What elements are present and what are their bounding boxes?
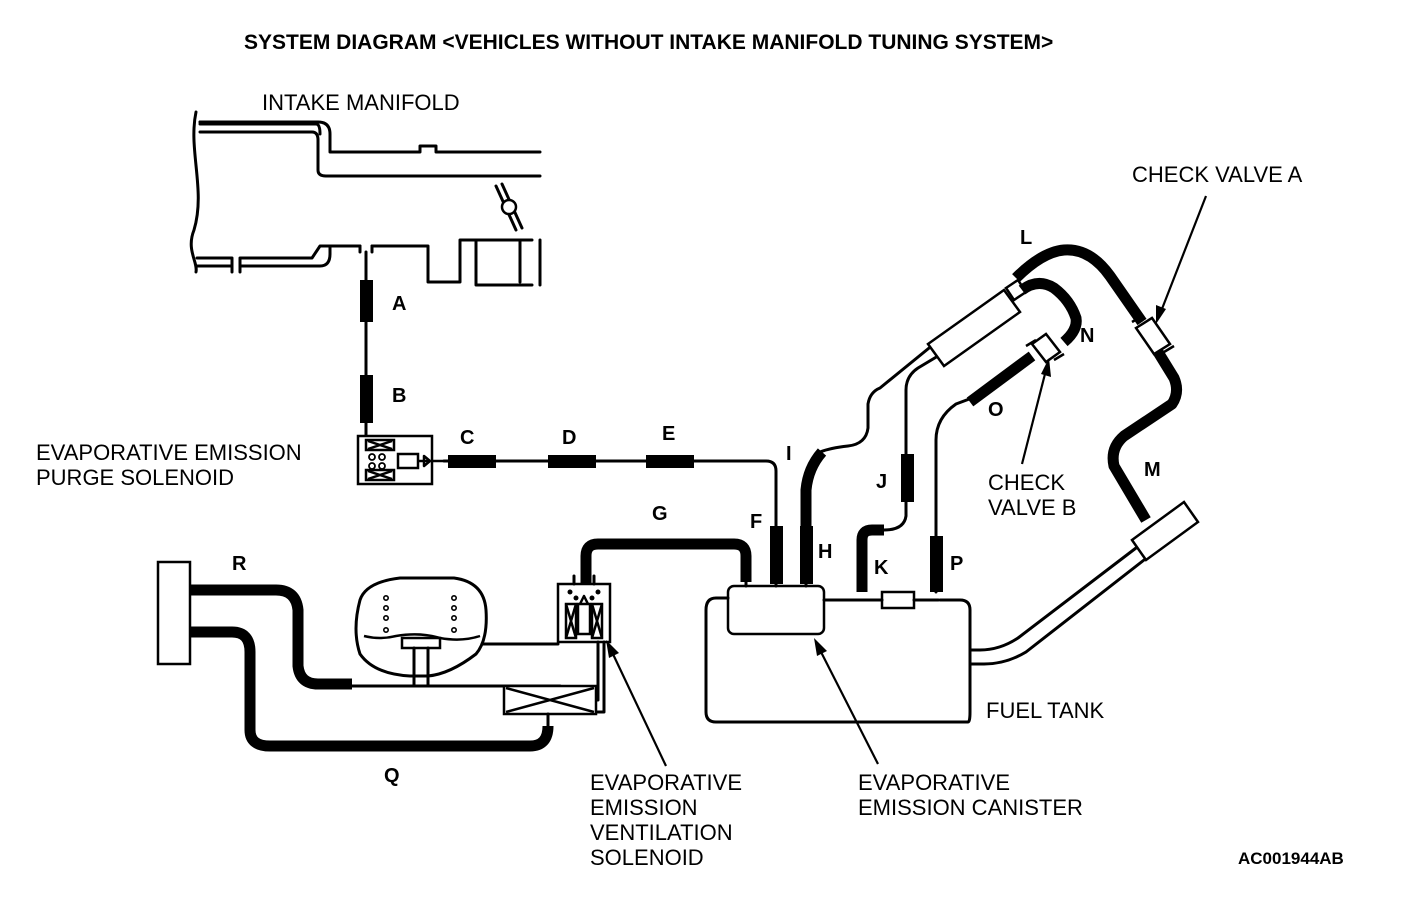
label-canister: EVAPORATIVE EMISSION CANISTER: [858, 770, 1083, 820]
label-ventilation-solenoid: EVAPORATIVE EMISSION VENTILATION SOLENOI…: [590, 770, 743, 870]
hose-letter-p: P: [950, 553, 964, 575]
line-k-j: [882, 348, 950, 532]
hose-letter-d: D: [562, 427, 577, 449]
hose-o: [966, 351, 1036, 407]
hose-letter-f: F: [750, 511, 763, 533]
arrow-canister: [814, 638, 879, 765]
filler-neck: [968, 500, 1200, 666]
arrow-ventilation-solenoid: [606, 640, 667, 767]
intake-manifold: [189, 110, 542, 287]
hose-letter-r: R: [232, 553, 247, 575]
hose-letter-m: M: [1144, 459, 1161, 481]
throttle-valve: [494, 182, 524, 232]
hose-letter-l: L: [1020, 227, 1033, 249]
hose-l: [1012, 244, 1147, 326]
hose-letter-q: Q: [384, 765, 400, 787]
hose-line-a-b: [360, 250, 373, 442]
label-check-valve-a: CHECK VALVE A: [1132, 162, 1303, 187]
hose-letter-a: A: [392, 293, 407, 315]
separator-valve: [926, 278, 1028, 368]
label-purge-solenoid: EVAPORATIVE EMISSION PURGE SOLENOID: [36, 440, 302, 490]
arrow-check-valve-a: [1156, 195, 1208, 324]
label-intake-manifold: INTAKE MANIFOLD: [262, 90, 460, 115]
figure-code: AC001944AB: [1238, 849, 1344, 868]
hose-letter-n: N: [1080, 325, 1095, 347]
label-check-valve-b: CHECK VALVE B: [988, 470, 1077, 520]
canister: [726, 574, 826, 636]
hose-i: [800, 448, 827, 526]
hose-h: [800, 526, 813, 584]
hose-letter-k: K: [874, 557, 889, 579]
hose-letter-c: C: [460, 427, 475, 449]
hose-q: [190, 626, 554, 752]
hose-letter-o: O: [988, 399, 1004, 421]
line-p-o: [934, 396, 974, 594]
hose-n: [1018, 278, 1082, 347]
hose-letter-e: E: [662, 423, 676, 445]
arrow-check-valve-b: [1020, 358, 1051, 465]
hose-letter-i: I: [786, 443, 792, 465]
fuel-tank: [704, 590, 972, 724]
hose-letter-b: B: [392, 385, 407, 407]
label-fuel-tank: FUEL TANK: [986, 698, 1105, 723]
hose-p: [930, 536, 943, 592]
hose-r: [190, 584, 352, 690]
line-to-l: [818, 342, 936, 454]
hose-g: [580, 538, 752, 584]
hose-letter-j: J: [876, 471, 888, 493]
hose-letter-g: G: [652, 503, 668, 525]
check-valve-a: [1131, 314, 1175, 356]
air-inlet-block: [156, 560, 192, 666]
purge-solenoid: [356, 434, 444, 486]
diagram-title: SYSTEM DIAGRAM <VEHICLES WITHOUT INTAKE …: [244, 31, 1054, 54]
hose-k: [856, 524, 884, 592]
hose-letter-h: H: [818, 541, 833, 563]
hose-m: [1107, 349, 1183, 523]
hose-line-c-d-e: [442, 455, 778, 588]
check-valve-b: [1025, 332, 1065, 364]
hose-f: [770, 526, 783, 584]
hose-j: [901, 454, 914, 502]
ventilation-solenoid: [556, 574, 612, 644]
vent-filter: [502, 684, 598, 728]
vapor-dome: [354, 576, 488, 688]
